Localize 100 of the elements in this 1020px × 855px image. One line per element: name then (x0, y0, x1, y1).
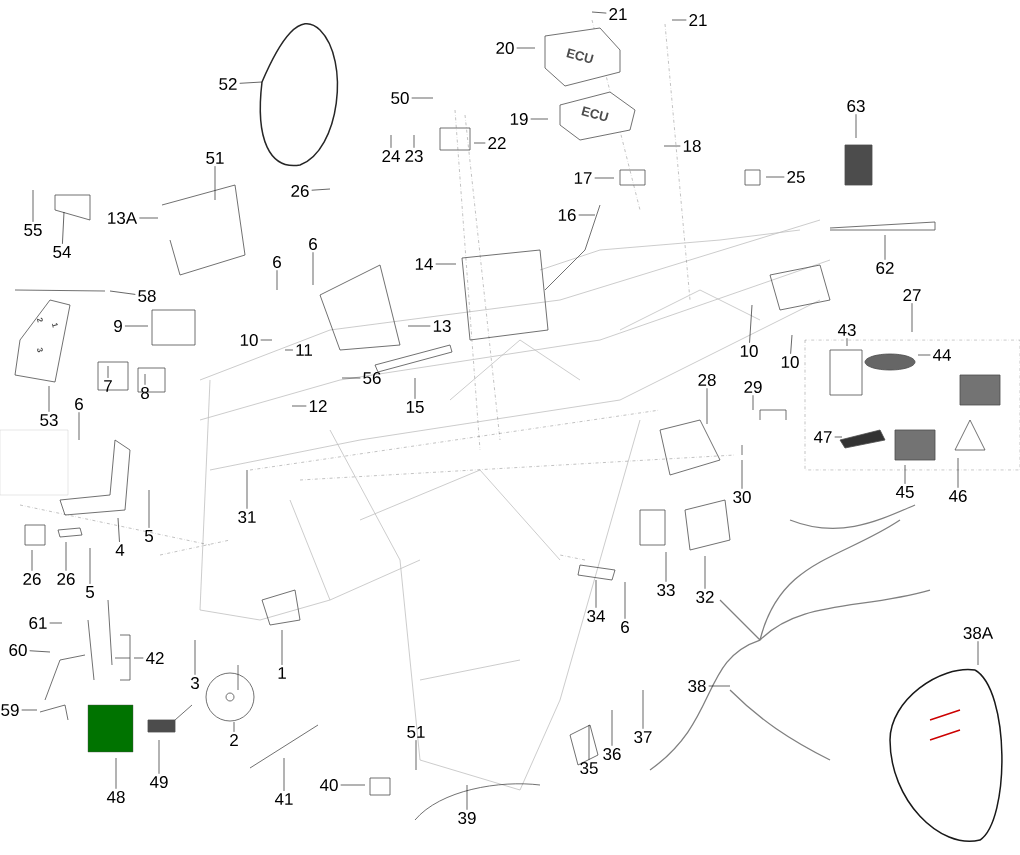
leader-line (283, 757, 285, 792)
callout-number: 15 (406, 401, 424, 413)
leader-line (62, 211, 65, 245)
callout-number: 2 (230, 734, 238, 746)
callout-number: 5 (85, 586, 94, 598)
callout-number: 52 (219, 78, 237, 91)
callout-number: 45 (895, 486, 914, 498)
leader-line (133, 657, 144, 659)
callout-number: 46 (948, 490, 967, 503)
callout-number: 20 (496, 42, 514, 55)
leader-line (591, 11, 607, 14)
leader-line (260, 339, 273, 341)
leader-line (48, 385, 50, 413)
leader-line (642, 689, 644, 730)
callout-number: 25 (787, 171, 805, 184)
callout-number: 6 (309, 238, 317, 251)
leader-line (917, 354, 931, 356)
leader-line (665, 551, 667, 583)
callout-number: 8 (141, 387, 149, 400)
leader-line (31, 549, 33, 572)
callout-number: 56 (363, 372, 381, 385)
leader-line (611, 709, 613, 747)
leader-line (834, 436, 843, 438)
callout-number: 35 (580, 762, 598, 775)
part-label: ECU (581, 106, 609, 121)
leader-line (158, 739, 160, 775)
callout-number: 51 (407, 726, 425, 738)
callout-number: 17 (574, 172, 592, 184)
part-label: ECU (566, 48, 594, 63)
leader-line (117, 517, 120, 543)
leader-line (415, 739, 417, 771)
leader-line (312, 251, 314, 286)
callout-number: 16 (558, 209, 576, 222)
callout-number: 47 (813, 431, 832, 443)
callout-number: 34 (587, 610, 605, 623)
callout-number: 58 (138, 290, 156, 303)
leader-line (790, 334, 793, 355)
leader-line (884, 234, 886, 261)
callout-number: 21 (609, 8, 627, 20)
leader-line (624, 581, 626, 620)
leader-line (977, 640, 979, 666)
callout-number: 54 (53, 246, 71, 258)
callout-number: 61 (29, 617, 47, 630)
leader-line (588, 724, 590, 761)
leader-line (109, 290, 136, 295)
callout-number: 26 (291, 185, 309, 198)
callout-number: 5 (144, 530, 153, 542)
callout-number: 26 (57, 573, 75, 586)
leader-line (291, 405, 307, 407)
leader-line (855, 113, 857, 139)
leader-line (407, 325, 431, 327)
callout-number: 19 (510, 113, 528, 126)
callout-number: 40 (319, 779, 338, 792)
leader-line (704, 555, 706, 590)
callout-number: 3 (190, 677, 199, 690)
leader-line (32, 189, 34, 223)
leader-line (594, 177, 615, 179)
leader-line (341, 377, 361, 379)
callout-number: 38A (963, 627, 994, 640)
callout-number: 13A (108, 212, 138, 225)
leader-line (741, 459, 743, 490)
leader-line (957, 457, 959, 489)
callout-number: 59 (1, 704, 19, 717)
leader-line (671, 19, 687, 21)
callout-number: 36 (603, 748, 621, 761)
leader-line (340, 784, 366, 786)
leader-line (413, 134, 415, 149)
callout-number: 27 (903, 289, 921, 301)
callout-number: 28 (698, 374, 716, 387)
callout-number: 6 (621, 621, 629, 634)
leader-line (752, 394, 754, 411)
callout-number: 21 (689, 14, 707, 26)
leader-line (663, 145, 681, 147)
callout-number: 53 (40, 414, 58, 427)
callout-number: 7 (104, 380, 112, 392)
callout-number: 38 (688, 680, 706, 693)
callout-number: 1 (278, 667, 286, 679)
callout-number: 18 (683, 140, 701, 153)
callout-number: 43 (837, 324, 856, 337)
leader-line (49, 622, 63, 624)
leader-line (435, 263, 457, 265)
callout-number: 48 (106, 791, 125, 804)
leader-line (276, 269, 278, 291)
leader-line (148, 489, 150, 529)
leader-line (214, 165, 216, 201)
leader-line (595, 579, 597, 609)
leader-line (239, 81, 263, 84)
leader-line (89, 547, 91, 585)
callout-number: 4 (115, 544, 125, 556)
callout-number: 44 (932, 349, 951, 361)
callout-number: 6 (75, 398, 83, 411)
leader-line (194, 639, 196, 676)
leader-line (124, 325, 149, 327)
callout-number: 10 (240, 334, 258, 347)
leader-line (706, 387, 708, 425)
callout-number: 41 (274, 793, 293, 805)
leader-line (466, 784, 468, 811)
callout-number: 63 (847, 100, 865, 113)
callout-number: 50 (391, 92, 409, 105)
leader-line (144, 373, 146, 386)
